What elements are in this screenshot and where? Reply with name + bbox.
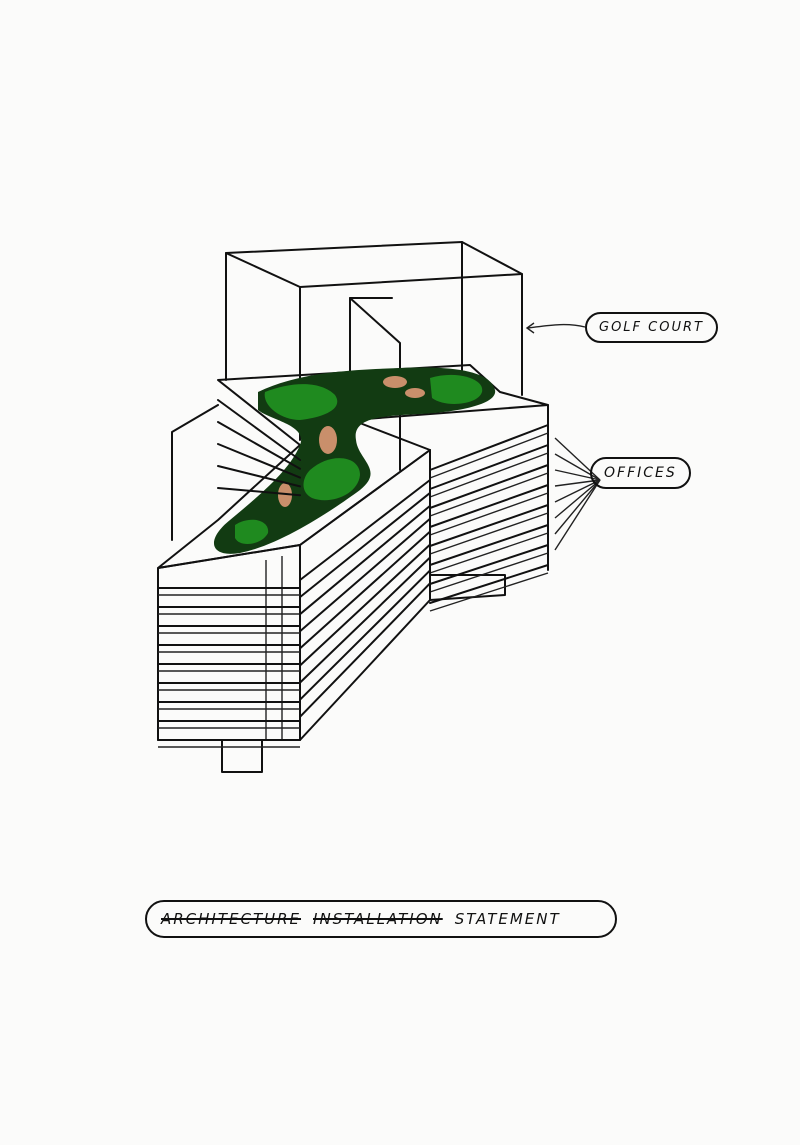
floor-line	[299, 517, 431, 633]
floor-line	[217, 443, 301, 479]
fairway	[430, 374, 483, 404]
floor-line	[299, 530, 431, 650]
left-back-floors	[217, 399, 301, 497]
golf-court-label: GOLF COURT	[585, 312, 718, 343]
front-tower	[157, 449, 431, 773]
sand-bunker	[278, 483, 292, 507]
floor-line	[217, 399, 301, 461]
floor-line	[217, 487, 301, 497]
sand-bunker	[319, 426, 337, 454]
struck-word-installation: INSTALLATION	[313, 910, 443, 928]
fairway	[264, 384, 338, 420]
floor-line	[429, 552, 549, 593]
offices-label: OFFICES	[590, 457, 691, 489]
floor-line	[429, 424, 549, 471]
statement-label: ARCHITECTURE INSTALLATION STATEMENT	[145, 900, 617, 938]
floor-line	[299, 569, 431, 701]
floor-line	[429, 432, 549, 479]
floor-line	[429, 524, 549, 566]
floor-line	[217, 465, 301, 488]
floor-line	[299, 556, 431, 684]
floor-line	[429, 504, 549, 547]
arrow-line	[554, 479, 601, 551]
floor-line	[429, 472, 549, 517]
arrow-line	[554, 479, 601, 519]
glass-volume	[171, 241, 523, 541]
struck-word-architecture: ARCHITECTURE	[161, 910, 302, 928]
floor-line	[429, 512, 549, 555]
fairway	[303, 458, 360, 501]
floor-line	[429, 564, 549, 604]
floor-line	[217, 421, 301, 470]
floor-line	[429, 444, 549, 490]
golf-course	[213, 367, 496, 554]
arrow-line	[554, 479, 601, 535]
right-wing	[429, 404, 549, 612]
floor-line	[429, 464, 549, 509]
statement-word: STATEMENT	[454, 910, 561, 928]
floor-line	[299, 491, 431, 599]
fairway	[235, 519, 269, 545]
floor-line	[299, 479, 431, 581]
floor-line	[299, 543, 431, 667]
floor-line	[429, 484, 549, 528]
arrow-line	[554, 479, 601, 503]
floor-line	[429, 452, 549, 498]
floor-line	[429, 532, 549, 574]
floor-line	[429, 572, 549, 612]
floor-line	[299, 504, 431, 616]
floor-line	[429, 544, 549, 585]
sand-bunker	[405, 388, 425, 398]
floor-line	[299, 582, 431, 718]
sand-bunker	[383, 376, 407, 388]
floor-line	[429, 492, 549, 536]
